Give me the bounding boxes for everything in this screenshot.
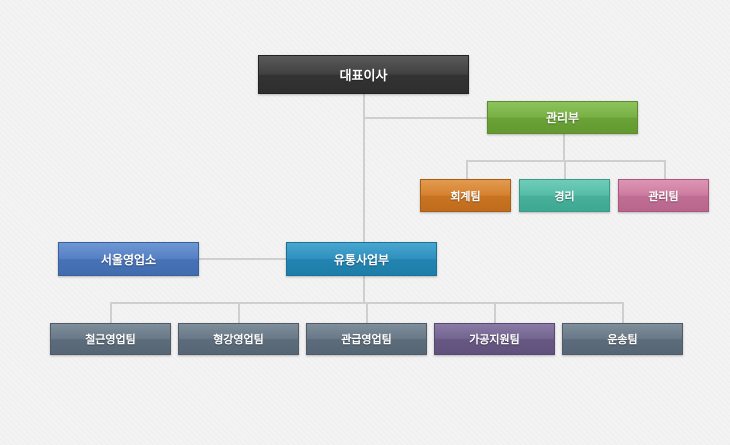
admin-dept-node: 관리부: [487, 101, 638, 134]
transport-team-label: 운송팀: [607, 333, 638, 346]
admin-dept-label: 관리부: [545, 111, 580, 125]
connector-seoul-branch: [199, 258, 286, 260]
ceo-label: 대표이사: [339, 69, 388, 84]
finance-label: 경리: [554, 189, 575, 203]
seoul-branch-label: 서울영업소: [100, 252, 157, 267]
section-steel-sales-team-node: 형강영업팀: [178, 323, 299, 355]
connector-ceo-trunk: [363, 94, 365, 303]
connector-admin-drop: [563, 134, 565, 161]
connector-acct: [466, 160, 468, 179]
distribution-dept-node: 유통사업부: [286, 242, 437, 276]
public-procurement-sales-team-label: 관급영업팀: [341, 333, 392, 346]
rebar-sales-team-label: 철근영업팀: [85, 333, 136, 346]
seoul-branch-node: 서울영업소: [58, 242, 199, 276]
ceo-node: 대표이사: [258, 55, 469, 94]
connector-team-4: [494, 302, 496, 323]
connector-team-1: [110, 302, 112, 323]
processing-support-team-label: 가공지원팀: [469, 333, 520, 346]
management-team-label: 관리팀: [648, 189, 679, 203]
processing-support-team-node: 가공지원팀: [434, 323, 555, 355]
transport-team-node: 운송팀: [562, 323, 683, 355]
connector-finance: [564, 160, 566, 179]
section-steel-sales-team-label: 형강영업팀: [213, 333, 264, 346]
accounting-team-label: 회계팀: [450, 189, 481, 203]
finance-node: 경리: [519, 179, 610, 212]
connector-mgmt: [664, 160, 666, 179]
rebar-sales-team-node: 철근영업팀: [50, 323, 171, 355]
connector-team-2: [238, 302, 240, 323]
management-team-node: 관리팀: [618, 179, 709, 212]
distribution-dept-label: 유통사업부: [333, 252, 390, 267]
connector-team-3: [366, 302, 368, 323]
public-procurement-sales-team-node: 관급영업팀: [306, 323, 427, 355]
accounting-team-node: 회계팀: [420, 179, 511, 212]
connector-team-5: [622, 302, 624, 323]
connector-admin-teams-bar: [466, 160, 666, 162]
connector-admin-branch: [363, 117, 487, 119]
